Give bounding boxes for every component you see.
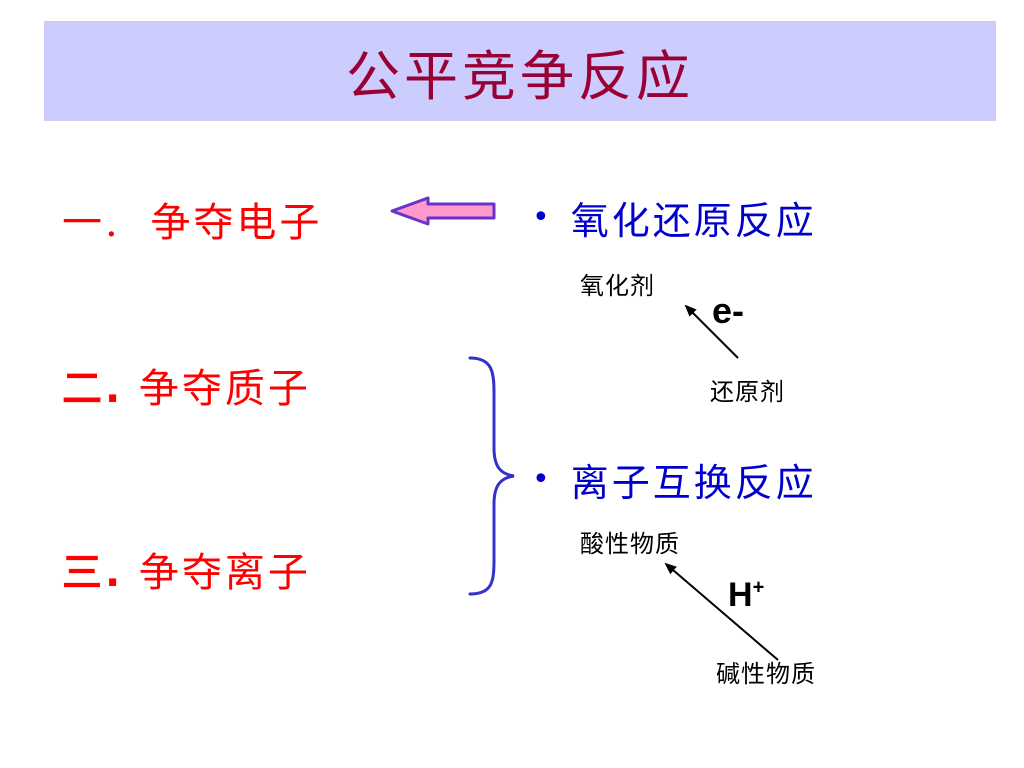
heading-ion-exchange-label: 离子互换反应 [570, 461, 817, 505]
label-basic-substance: 碱性物质 [716, 660, 816, 688]
label-acidic-substance: 酸性物质 [580, 530, 680, 558]
left-item-ions: 三. 争夺离子 [62, 540, 311, 598]
proton-symbol-base: H [728, 576, 753, 614]
left-item-label: 争夺电子 [150, 200, 323, 246]
proton-symbol-charge: + [752, 576, 765, 599]
bullet-icon: • [532, 462, 553, 497]
bullet-icon: • [532, 200, 553, 235]
left-item-protons: 二. 争夺质子 [62, 356, 311, 414]
proton-symbol: H+ [728, 576, 764, 615]
heading-redox-label: 氧化还原反应 [570, 199, 817, 243]
title-bar: 公平竞争反应 [44, 21, 996, 121]
left-item-label: 争夺离子 [138, 550, 311, 596]
left-item-electrons: 一. 争夺电子 [62, 190, 322, 248]
left-item-number: 一. [62, 200, 121, 246]
electron-symbol: e- [712, 290, 745, 331]
right-brace-icon [468, 356, 515, 596]
left-item-label: 争夺质子 [138, 366, 311, 412]
label-reductant: 还原剂 [710, 378, 785, 406]
left-arrow-icon [390, 196, 496, 226]
heading-redox-reaction: • 氧化还原反应 [532, 190, 817, 245]
page-title: 公平竞争反应 [346, 44, 694, 108]
label-oxidant: 氧化剂 [580, 272, 655, 300]
heading-ion-exchange-reaction: • 离子互换反应 [532, 452, 817, 507]
left-item-number: 二. [62, 366, 124, 412]
left-item-number: 三. [62, 550, 124, 596]
